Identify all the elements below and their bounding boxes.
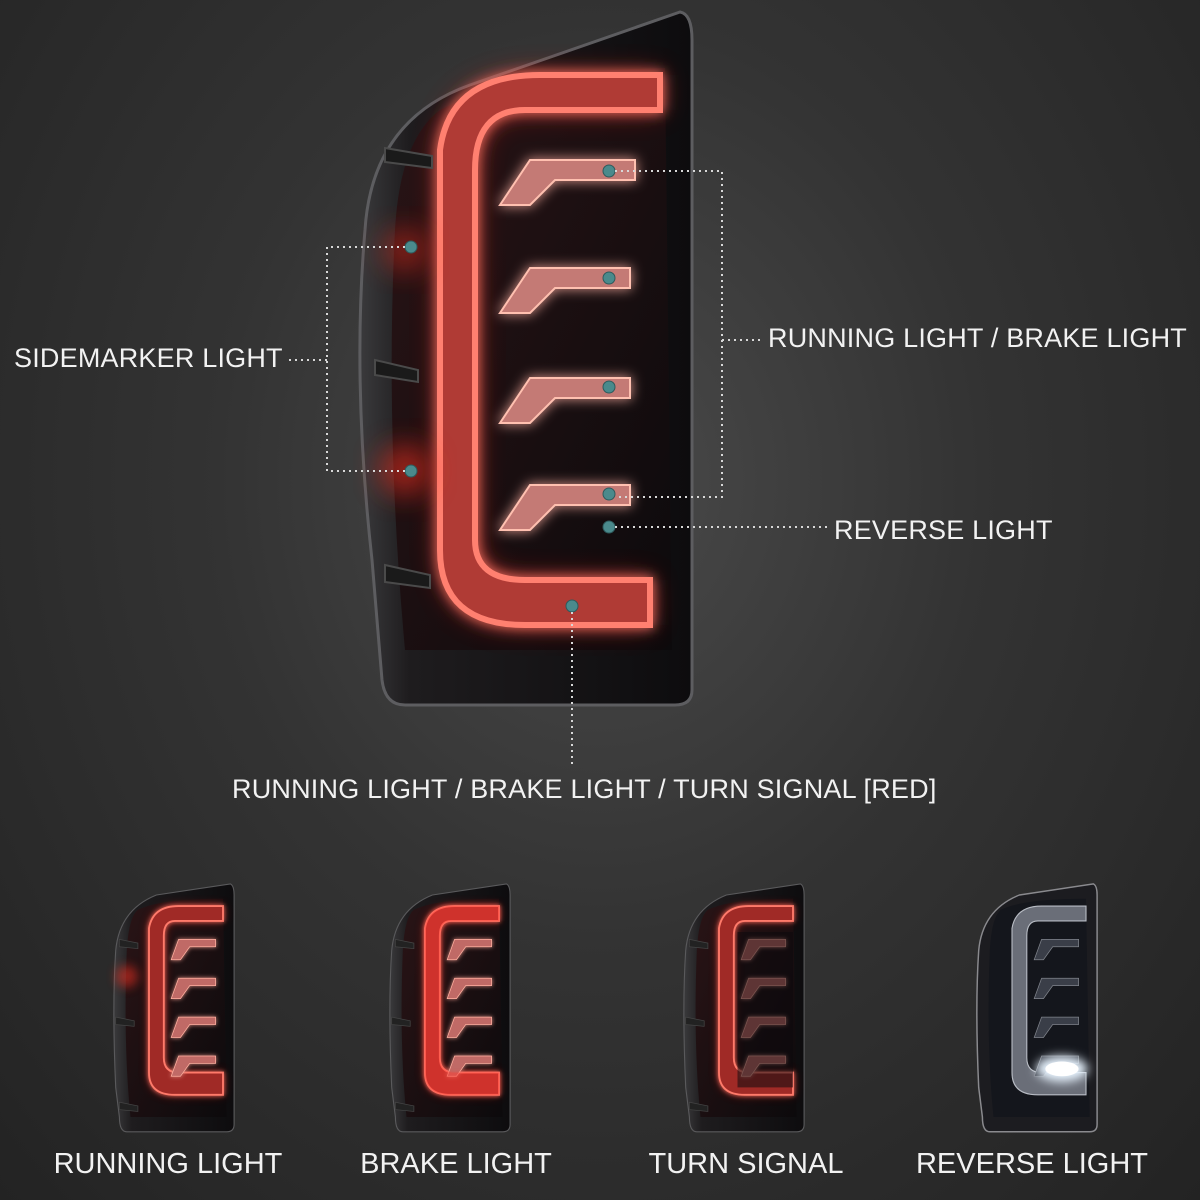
thumbnail-reverse-light (976, 883, 1098, 1133)
mode-label-turn-signal: TURN SIGNAL (648, 1148, 844, 1180)
mode-label-reverse-light: REVERSE LIGHT (915, 1148, 1149, 1180)
callout-running-brake-light: RUNNING LIGHT / BRAKE LIGHT (768, 323, 1187, 353)
callout-sidemarker-light: SIDEMARKER LIGHT (14, 343, 283, 373)
main-taillight (358, 10, 694, 707)
thumbnail-turn-signal (684, 884, 804, 1132)
mode-label-running-light: RUNNING LIGHT (53, 1148, 283, 1180)
mode-label-brake-light: BRAKE LIGHT (360, 1148, 552, 1180)
leader-lines (285, 170, 828, 765)
thumbnail-running-light (114, 884, 234, 1132)
callout-reverse-light: REVERSE LIGHT (834, 515, 1053, 545)
thumbnail-brake-light (390, 884, 510, 1132)
callout-running-brake-turn: RUNNING LIGHT / BRAKE LIGHT / TURN SIGNA… (232, 774, 937, 804)
